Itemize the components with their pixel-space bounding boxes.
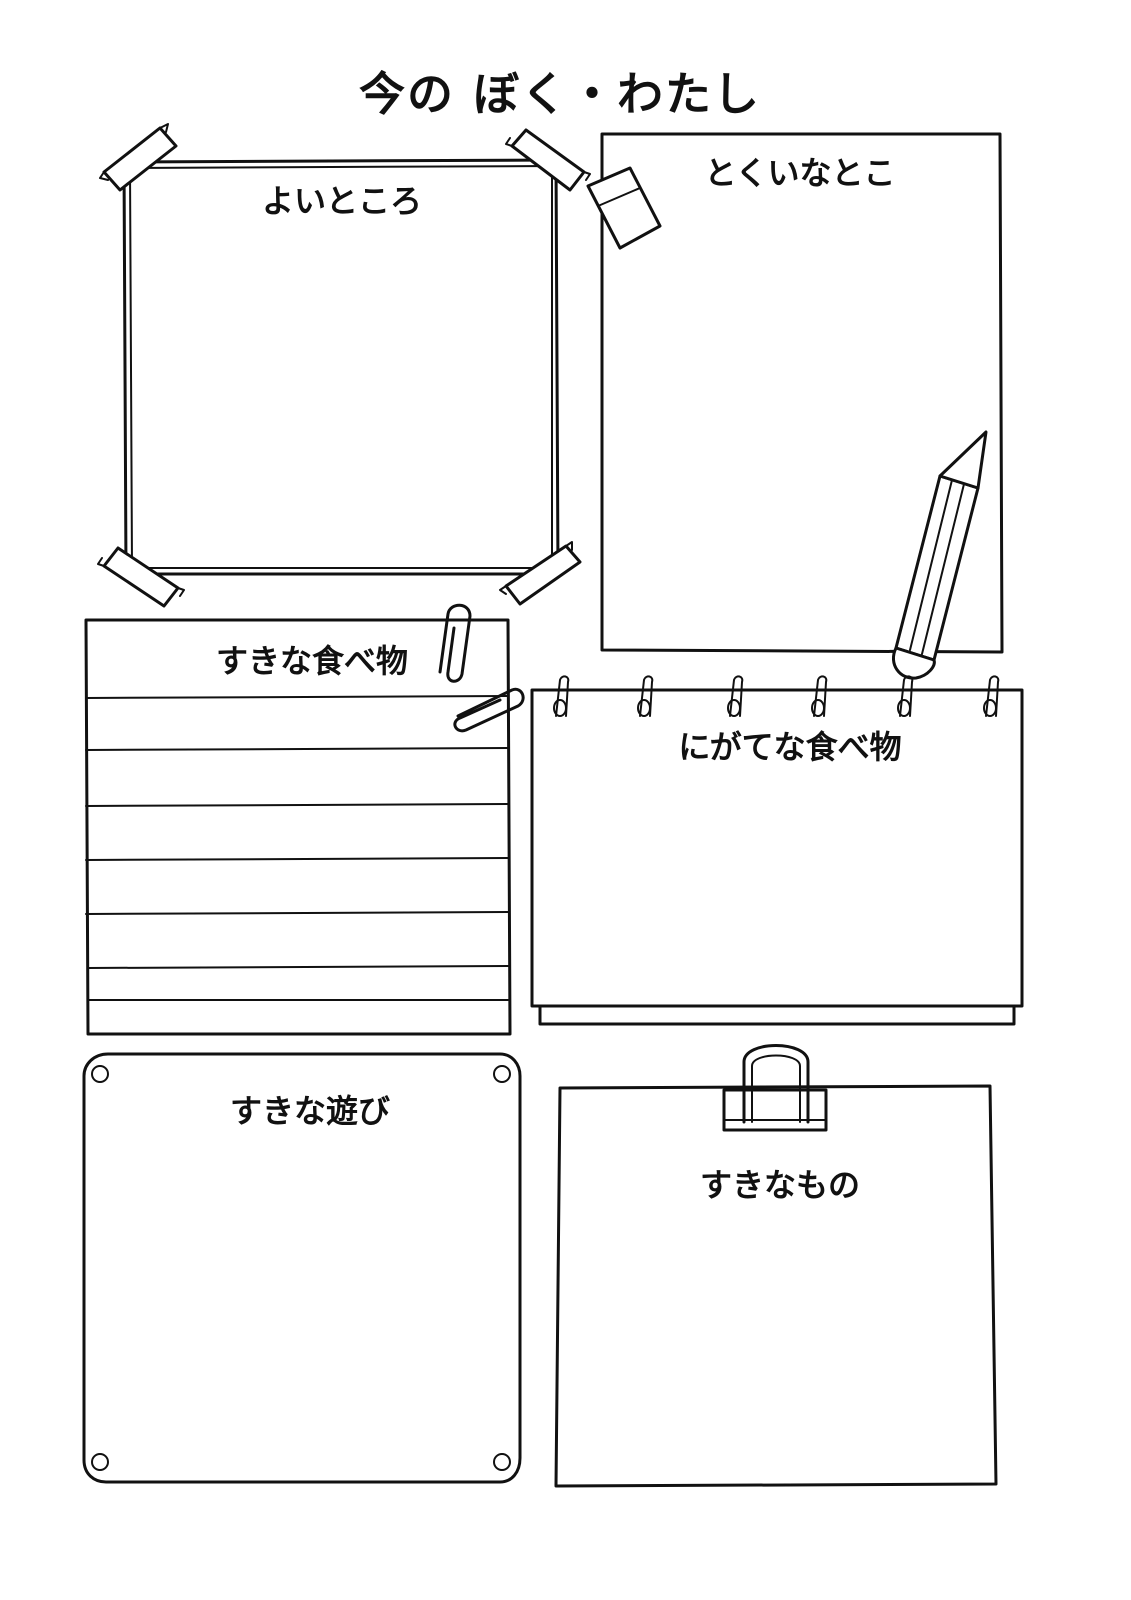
section-title-favorite-food: すきな食べ物 [215,642,408,680]
binder-clip-icon [722,1044,828,1132]
ring-binder-icon [553,675,1000,717]
scroll-frame-box [82,1052,522,1484]
taped-note-box [97,123,591,608]
section-title-good-points: よいところ [261,182,422,220]
pencil-icon [892,430,988,680]
ring-notebook-box [530,675,1024,1026]
eraser-icon [586,166,662,250]
section-title-disliked-food: にがてな食べ物 [678,728,902,766]
tape-icon [97,546,185,608]
lined-paper-box [84,603,525,1036]
section-title-favorite-things: すきなもの [699,1166,860,1204]
paper-clip-icon [453,687,525,733]
tape-icon [505,128,591,192]
curl-corner-icon [91,1065,511,1471]
plain-note-box [586,132,1004,680]
tape-icon [99,123,178,192]
paper-clip-icon [438,603,472,683]
section-title-strengths: とくいなとこ [704,154,896,192]
page-title: 今の ぼく・わたし [358,67,761,121]
clipped-paper-box [554,1044,998,1488]
tape-icon [499,541,582,606]
section-title-favorite-play: すきな遊び [229,1092,390,1130]
